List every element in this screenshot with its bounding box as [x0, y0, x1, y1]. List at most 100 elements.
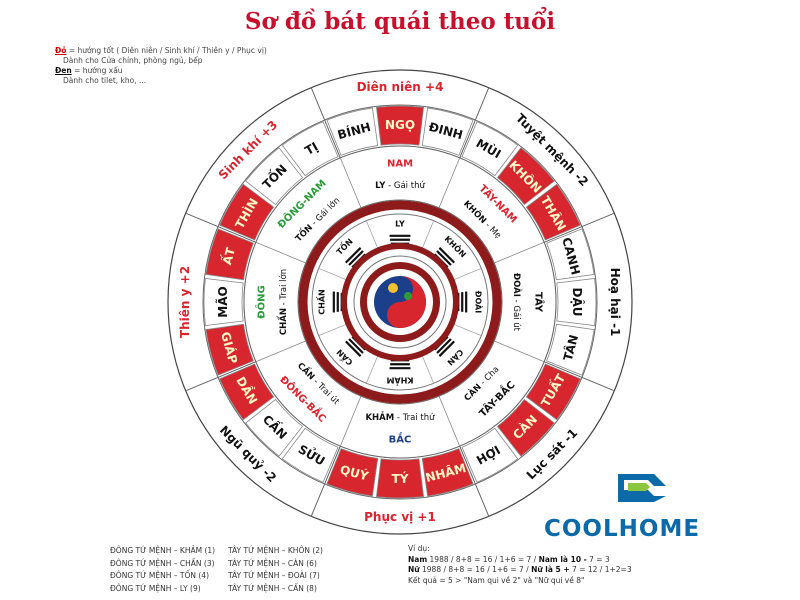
family-trigram-name: KHẢM	[365, 411, 394, 423]
mountain-cell	[205, 228, 254, 281]
legend-good-key: Đỏ	[55, 46, 67, 55]
trigram-bar	[345, 247, 362, 264]
family-member: - Trai thứ	[394, 413, 435, 423]
direction-label: TÂY	[533, 292, 546, 313]
list-item: TÂY TỨ MỆNH – KHÔN (2)	[228, 546, 323, 555]
trigram-name: CHẤN	[315, 289, 327, 314]
logo-green-shape	[628, 483, 650, 491]
star-label: Hoạ hại -1	[608, 268, 622, 337]
family-label: ĐOÀI - Gái út	[511, 273, 523, 332]
coolhome-logo-icon	[618, 474, 666, 502]
direction-divider	[438, 396, 461, 447]
mountain-cell	[326, 107, 379, 156]
sector-divider	[310, 87, 341, 159]
example-female-text: 1988 / 8+8 = 16 / 1+6 = 7 /	[419, 565, 532, 574]
example-result: Kết quả = 5 > "Nam qui về 2" và "Nữ qui …	[408, 575, 585, 585]
trigram-divider	[366, 355, 379, 384]
example-male-key: Nam	[408, 554, 428, 564]
sector-divider	[459, 87, 490, 159]
mountain-label: MÃO	[215, 286, 230, 317]
family-label: LY - Gái thứ	[375, 181, 425, 191]
trigram-bar	[436, 250, 452, 266]
direction-divider	[438, 157, 461, 208]
center-ornament-green	[404, 292, 412, 300]
mountain-label: NGỌ	[385, 118, 415, 132]
trigram-divider	[318, 268, 347, 281]
trigram-bar	[348, 338, 364, 354]
family-member: - Gái thứ	[385, 181, 425, 191]
mountain-cell	[461, 121, 519, 177]
mountain-cell	[281, 427, 339, 483]
trigram-name: ĐOÀI	[474, 291, 485, 313]
mountain-label: DẬU	[570, 288, 585, 317]
list-item: ĐÔNG TỨ MỆNH – LY (9)	[110, 583, 201, 593]
star-label: Phục vị +1	[364, 510, 436, 524]
family-trigram-name: LY	[375, 181, 386, 191]
mountain-cell	[245, 147, 304, 206]
sector-divider	[310, 445, 341, 517]
mountain-cell	[219, 183, 275, 241]
trigram-bar	[436, 338, 452, 354]
mountain-cell	[376, 105, 424, 146]
example-heading: Ví dụ:	[408, 544, 430, 553]
example-male-result: Nam là 10 -	[538, 554, 587, 564]
family-label: KHẢM - Trai thứ	[365, 411, 435, 423]
mountain-cell	[421, 448, 474, 497]
direction-divider	[494, 241, 545, 264]
list-item: ĐÔNG TỨ MỆNH – KHẢM (1)	[110, 546, 216, 555]
list-item: TÂY TỨ MỆNH – ĐOÀI (7)	[228, 571, 320, 580]
dong-tu-menh-list: ĐÔNG TỨ MỆNH – KHẢM (1) ĐÔNG TỨ MỆNH – C…	[110, 545, 215, 595]
example-female-result: Nữ là 5 +	[531, 565, 570, 574]
coolhome-brand-name: COOLHOME	[544, 516, 701, 542]
center-ornament-yellow	[388, 283, 398, 293]
trigram-divider	[366, 220, 379, 249]
legend-good-use: Dành cho Cửa chính, phòng ngủ, bếp	[63, 56, 203, 65]
mountain-label: TÂN	[560, 333, 581, 363]
list-item: ĐÔNG TỨ MỆNH – CHẤN (3)	[110, 558, 215, 568]
legend-good-text: = hướng tốt ( Diên niên / Sinh khí / Thi…	[66, 46, 267, 55]
trigram-bar	[345, 340, 362, 357]
mountain-cell	[281, 121, 339, 177]
sector-divider	[185, 361, 257, 392]
page-title: Sơ đồ bát quái theo tuổi	[244, 8, 556, 35]
trigram-divider	[318, 323, 347, 336]
example-female-end: 7 = 12 / 1+2=3	[569, 565, 632, 574]
list-item: TÂY TỨ MỆNH – CÀN (6)	[228, 558, 317, 568]
family-member: - Gái út	[511, 297, 521, 332]
coolhome-logo: COOLHOME	[544, 468, 744, 548]
list-item: ĐÔNG TỨ MỆNH – TỐN (4)	[110, 571, 210, 580]
family-member: - Trai lớn	[278, 269, 289, 308]
sector-divider	[543, 212, 615, 243]
mountain-cell	[205, 323, 254, 376]
list-item: TÂY TỨ MỆNH – CẤN (8)	[228, 583, 317, 593]
example-line-female: Nữ 1988 / 8+8 = 16 / 1+6 = 7 / Nữ là 5 +…	[408, 565, 632, 576]
legend-bad-text: = hướng xấu	[71, 66, 123, 75]
family-trigram-name: ĐOÀI	[511, 273, 523, 297]
direction-divider	[339, 157, 362, 208]
tay-tu-menh-list: TÂY TỨ MỆNH – KHÔN (2) TÂY TỨ MỆNH – CÀN…	[228, 545, 323, 595]
yin-yang-dot	[395, 310, 405, 320]
family-label: CHẤN - Trai lớn	[276, 269, 289, 335]
example-female-key: Nữ	[408, 565, 420, 574]
direction-label: NAM	[387, 159, 413, 170]
direction-label: BẮC	[389, 431, 412, 446]
yin-yang-icon	[374, 276, 426, 328]
mountain-cell	[525, 183, 581, 241]
trigram-name: LY	[395, 220, 405, 229]
mountain-label: TÝ	[392, 471, 409, 486]
legend: Đỏ = hướng tốt ( Diên niên / Sinh khí / …	[55, 46, 267, 86]
mountain-cell	[546, 228, 595, 281]
mountain-label: TỊ	[303, 139, 321, 157]
sector-divider	[185, 212, 257, 243]
mountain-cell	[245, 398, 304, 457]
example-male-text: 1988 / 8+8 = 16 / 1+6 = 7 /	[427, 554, 539, 564]
mountain-cell	[496, 398, 555, 457]
star-label: Thiên y +2	[178, 266, 192, 338]
trigram-bar	[438, 340, 455, 357]
direction-divider	[494, 340, 545, 363]
legend-good-row: Đỏ = hướng tốt ( Diên niên / Sinh khí / …	[55, 46, 267, 56]
example-line-male: Nam 1988 / 8+8 = 16 / 1+6 = 7 / Nam là 1…	[408, 555, 632, 566]
mountain-cell	[203, 278, 244, 326]
trigram-bar	[438, 247, 455, 264]
